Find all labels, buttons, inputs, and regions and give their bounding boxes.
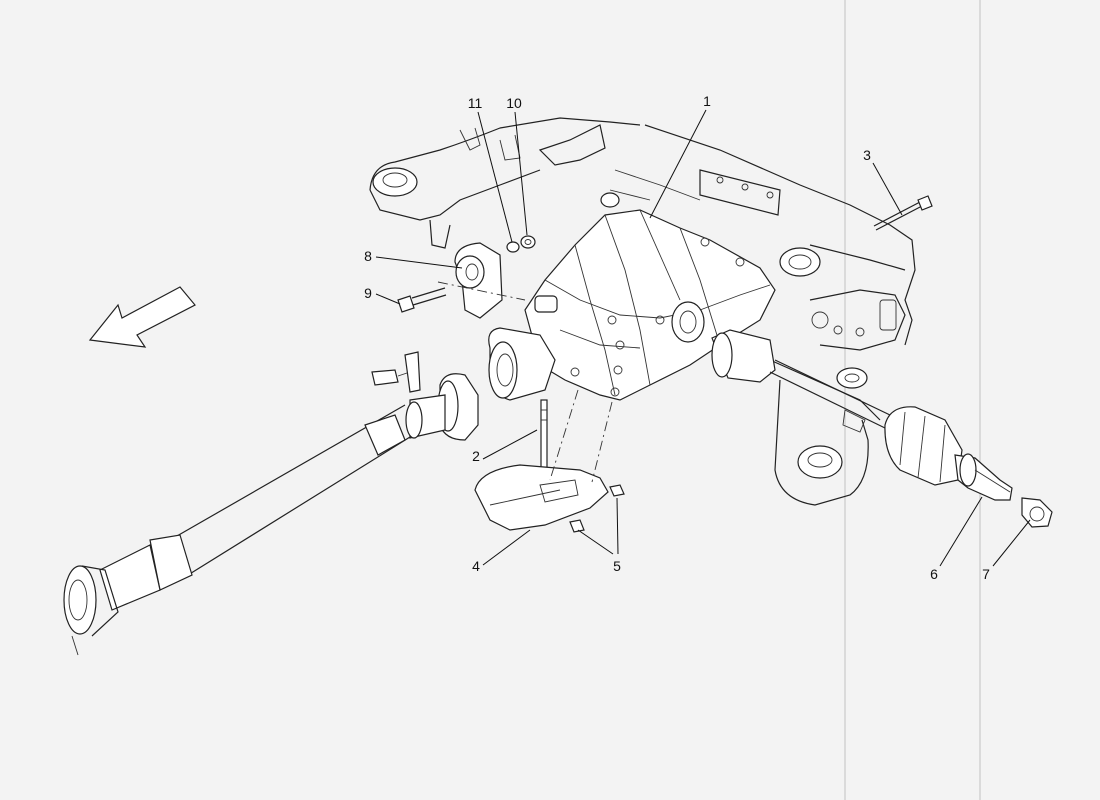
long-bolt <box>873 195 933 231</box>
callout-11: 11 <box>467 95 483 111</box>
stud <box>540 399 548 469</box>
nut <box>609 484 625 497</box>
leader-line-9 <box>375 293 401 305</box>
direction-arrow-icon <box>88 286 196 348</box>
leader-line-2 <box>482 429 538 460</box>
leader-line-11 <box>477 111 513 243</box>
drive-shaft-right <box>711 329 1013 501</box>
callout-9: 9 <box>364 285 372 301</box>
leader-line-1 <box>649 109 707 219</box>
leader-line-7 <box>992 519 1031 567</box>
rubber-mount <box>454 242 503 319</box>
bracket-bolt <box>371 351 421 393</box>
leader-line-6 <box>939 496 983 567</box>
guard-plate <box>474 464 609 531</box>
callout-3: 3 <box>863 147 871 163</box>
callout-7: 7 <box>982 566 990 582</box>
leader-line-8 <box>375 256 463 269</box>
leader-line-5 <box>616 497 619 555</box>
callout-4: 4 <box>472 558 480 574</box>
mount-bolt <box>397 287 447 313</box>
washer <box>520 235 536 249</box>
callout-10: 10 <box>506 95 522 111</box>
callout-5: 5 <box>613 558 621 574</box>
callout-8: 8 <box>364 248 372 264</box>
leader-line-4 <box>482 529 531 566</box>
axle-nut <box>1021 497 1053 528</box>
leader-line-10 <box>514 111 528 236</box>
callout-6: 6 <box>930 566 938 582</box>
leader-line-3 <box>872 162 903 216</box>
propeller-shaft <box>63 373 479 656</box>
leader-line-5 <box>577 529 614 555</box>
subframe <box>369 117 916 506</box>
nut <box>569 519 585 533</box>
differential-housing <box>488 209 776 401</box>
callout-2: 2 <box>472 448 480 464</box>
callout-1: 1 <box>703 93 711 109</box>
spacer <box>506 241 520 253</box>
